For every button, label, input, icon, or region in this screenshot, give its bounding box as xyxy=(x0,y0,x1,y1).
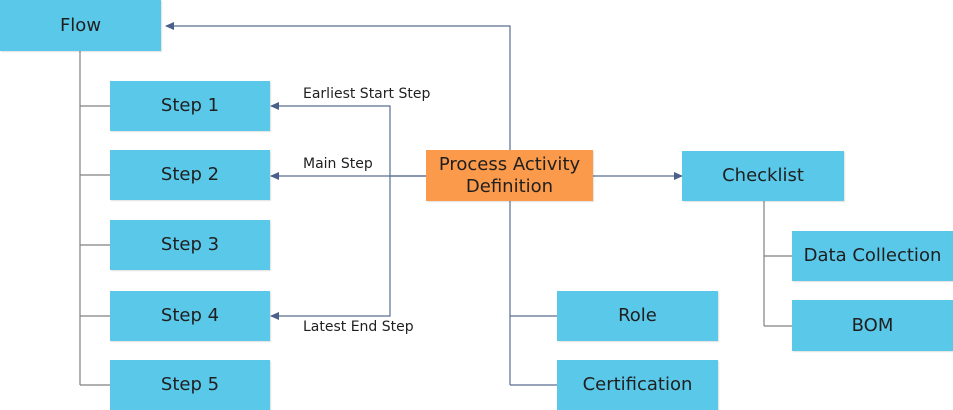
main-step-label: Main Step xyxy=(303,156,373,172)
bom-node: BOM xyxy=(792,300,953,351)
arrow-latest-end-step xyxy=(270,176,391,320)
process-activity-definition-node: Process Activity Definition xyxy=(426,150,593,201)
earliest-start-step-label: Earliest Start Step xyxy=(303,86,431,102)
flow-node: Flow xyxy=(0,0,161,51)
step-2-node: Step 2 xyxy=(110,150,270,200)
latest-end-step-label: Latest End Step xyxy=(303,319,414,335)
step-1-node: Step 1 xyxy=(110,81,270,131)
data-collection-node: Data Collection xyxy=(792,231,953,281)
arrow-center-to-flow xyxy=(165,22,511,150)
step-5-node: Step 5 xyxy=(110,360,270,410)
checklist-node: Checklist xyxy=(682,151,844,201)
step-3-node: Step 3 xyxy=(110,220,270,270)
certification-node: Certification xyxy=(557,360,718,410)
role-node: Role xyxy=(557,291,718,341)
step-4-node: Step 4 xyxy=(110,291,270,341)
